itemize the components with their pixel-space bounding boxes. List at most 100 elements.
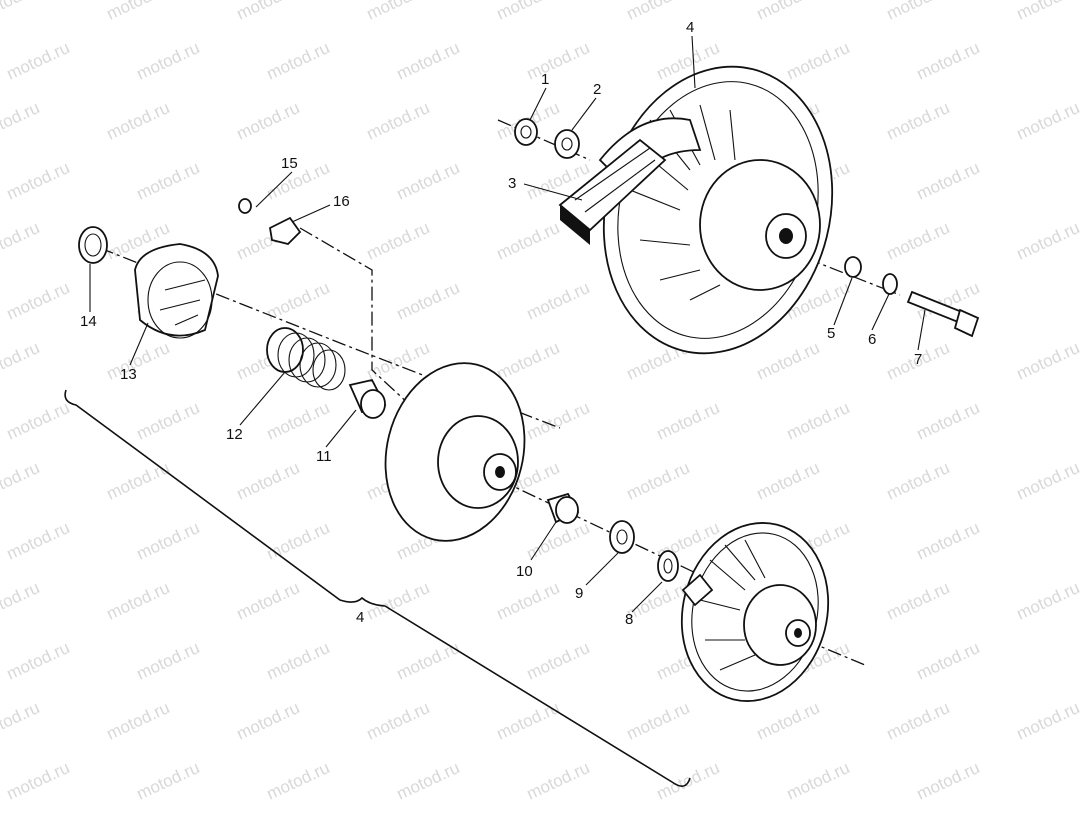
- watermark-text: motod.ru: [394, 38, 463, 84]
- watermark-text: motod.ru: [104, 0, 173, 24]
- watermark-layer: motod.ru motod.ru motod.ru motod.ru motod.ru…: [0, 0, 1082, 804]
- watermark-text: motod.ru: [134, 518, 203, 564]
- watermark-text: motod.ru: [134, 398, 203, 444]
- watermark-text: motod.ru: [134, 638, 203, 684]
- watermark-text: motod.ru: [914, 38, 983, 84]
- part-16: [269, 216, 302, 245]
- watermark-text: motod.ru: [364, 98, 433, 144]
- watermark-text: motod.ru: [364, 0, 433, 24]
- watermark-text: motod.ru: [234, 578, 303, 624]
- watermark-text: motod.ru: [494, 698, 563, 744]
- watermark-text: motod.ru: [624, 0, 693, 24]
- watermark-text: motod.ru: [364, 698, 433, 744]
- watermark-text: motod.ru: [234, 458, 303, 504]
- watermark-text: motod.ru: [784, 398, 853, 444]
- watermark-text: motod.ru: [1014, 698, 1083, 744]
- watermark-text: motod.ru: [914, 758, 983, 804]
- callout-3: 3: [508, 175, 516, 192]
- washer-8: [657, 550, 679, 582]
- callout-4: 4: [686, 19, 694, 36]
- watermark-text: motod.ru: [754, 0, 823, 24]
- spring-12: [266, 327, 346, 391]
- watermark-text: motod.ru: [754, 458, 823, 504]
- callout-11: 11: [316, 448, 332, 465]
- watermark-text: motod.ru: [914, 398, 983, 444]
- callout-15: 15: [281, 155, 298, 172]
- watermark-text: motod.ru: [754, 698, 823, 744]
- watermark-text: motod.ru: [0, 338, 42, 384]
- watermark-text: motod.ru: [524, 638, 593, 684]
- watermark-text: motod.ru: [394, 278, 463, 324]
- callout-labels: 1 2 3 4 5 6 7 8 9 10 11 12 13 14 15 16 4: [80, 19, 922, 628]
- movable-sheave: [384, 362, 526, 542]
- watermark-text: motod.ru: [884, 218, 953, 264]
- watermark-text: motod.ru: [364, 338, 433, 384]
- watermark-text: motod.ru: [884, 578, 953, 624]
- callout-9: 9: [575, 585, 583, 602]
- watermark-text: motod.ru: [0, 218, 42, 264]
- watermark-text: motod.ru: [494, 218, 563, 264]
- watermark-text: motod.ru: [1014, 98, 1083, 144]
- callout-12: 12: [226, 426, 243, 443]
- watermark-text: motod.ru: [264, 758, 333, 804]
- leader-lines: [89, 35, 926, 613]
- watermark-text: motod.ru: [1014, 0, 1083, 24]
- assembly-bracket: [64, 389, 691, 787]
- watermark-text: motod.ru: [494, 578, 563, 624]
- watermark-text: motod.ru: [884, 98, 953, 144]
- watermark-text: motod.ru: [364, 578, 433, 624]
- watermark-text: motod.ru: [104, 698, 173, 744]
- watermark-text: motod.ru: [4, 398, 73, 444]
- watermark-text: motod.ru: [524, 278, 593, 324]
- watermark-text: motod.ru: [624, 458, 693, 504]
- watermark-text: motod.ru: [394, 758, 463, 804]
- callout-13: 13: [120, 366, 137, 383]
- watermark-text: motod.ru: [0, 698, 42, 744]
- bolt-7: [906, 290, 980, 338]
- watermark-text: motod.ru: [264, 638, 333, 684]
- watermark-text: motod.ru: [134, 158, 203, 204]
- washer-9: [609, 520, 635, 554]
- watermark-text: motod.ru: [1014, 578, 1083, 624]
- callout-8: 8: [625, 611, 633, 628]
- watermark-text: motod.ru: [4, 278, 73, 324]
- washer-1: [514, 118, 538, 146]
- watermark-text: motod.ru: [264, 38, 333, 84]
- watermark-text: motod.ru: [4, 158, 73, 204]
- watermark-text: motod.ru: [234, 98, 303, 144]
- watermark-text: motod.ru: [524, 518, 593, 564]
- watermark-text: motod.ru: [884, 698, 953, 744]
- watermark-text: motod.ru: [524, 398, 593, 444]
- watermark-text: motod.ru: [234, 698, 303, 744]
- washer-5: [844, 256, 862, 278]
- watermark-text: motod.ru: [0, 98, 42, 144]
- watermark-text: motod.ru: [784, 38, 853, 84]
- watermark-text: motod.ru: [1014, 338, 1083, 384]
- cam-13: [134, 243, 219, 339]
- watermark-text: motod.ru: [754, 338, 823, 384]
- watermark-text: motod.ru: [0, 0, 42, 24]
- bushing-11: [348, 378, 387, 419]
- bushing-10: [546, 492, 580, 524]
- screw-15: [238, 198, 252, 214]
- watermark-text: motod.ru: [264, 518, 333, 564]
- watermark-text: motod.ru: [4, 638, 73, 684]
- callout-7: 7: [914, 351, 922, 368]
- watermark-text: motod.ru: [0, 578, 42, 624]
- ring-14: [78, 226, 108, 264]
- washer-2: [554, 129, 580, 159]
- drive-belt: [558, 138, 667, 245]
- watermark-text: motod.ru: [394, 158, 463, 204]
- fixed-sheave: [680, 522, 830, 702]
- watermark-text: motod.ru: [134, 38, 203, 84]
- callout-10: 10: [516, 563, 533, 580]
- watermark-text: motod.ru: [394, 638, 463, 684]
- watermark-text: motod.ru: [524, 38, 593, 84]
- watermark-text: motod.ru: [784, 758, 853, 804]
- watermark-text: motod.ru: [654, 398, 723, 444]
- watermark-text: motod.ru: [134, 758, 203, 804]
- watermark-text: motod.ru: [104, 98, 173, 144]
- callout-2: 2: [593, 81, 601, 98]
- watermark-text: motod.ru: [884, 0, 953, 24]
